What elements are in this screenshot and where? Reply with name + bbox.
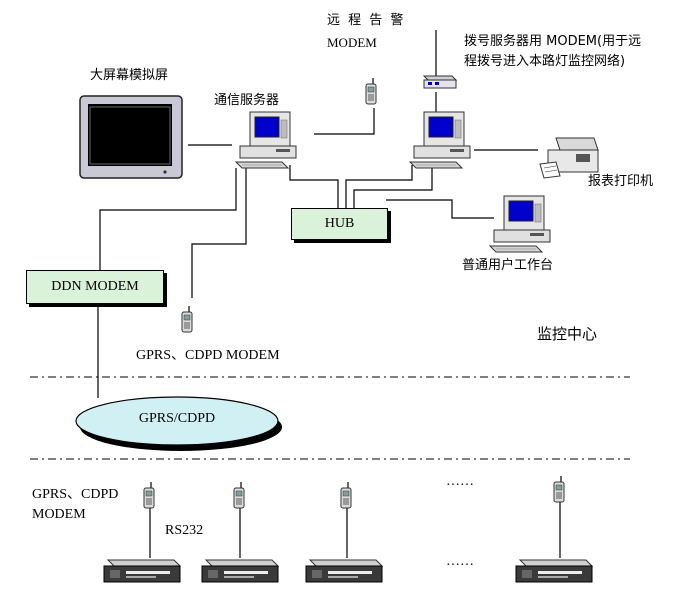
field-modem-icon-1 (143, 481, 155, 509)
ddn-modem-box: DDN MODEM (26, 270, 164, 304)
ellipsis-label-bottom: …… (446, 554, 474, 569)
field-terminal-icon-1 (103, 559, 181, 583)
monitoring-center-label: 监控中心 (537, 325, 598, 343)
hub-label: HUB (324, 216, 355, 231)
field-modem-icon-2 (233, 481, 245, 509)
field-terminal-icon-4 (515, 559, 593, 583)
field-terminal-icon-2 (201, 559, 279, 583)
remote-alarm-label-line2: MODEM (327, 35, 377, 50)
comm-server-icon (235, 111, 297, 169)
alarm-modem-icon (365, 77, 377, 105)
ellipsis-label-top: …… (446, 474, 474, 489)
ddn-modem-label: DDN MODEM (51, 279, 139, 294)
comm-server-label: 通信服务器 (214, 93, 280, 108)
user-workstation-icon (489, 195, 551, 253)
center-gprs-modem-icon (181, 305, 193, 333)
remote-alarm-label-line1: 远 程 告 警 (327, 13, 406, 28)
big-screen-icon (79, 95, 183, 179)
field-modem-label-line2: MODEM (32, 507, 86, 522)
separator-lines (30, 376, 630, 460)
rs232-label: RS232 (165, 523, 204, 538)
user-workstation-label: 普通用户工作台 (462, 258, 554, 273)
connection-lines (97, 92, 561, 558)
field-modem-icon-4 (553, 475, 565, 503)
dialup-modem-icon (422, 30, 458, 89)
dialup-label-line1: 拨号服务器用 MODEM(用于远 (464, 34, 642, 49)
printer-label: 报表打印机 (588, 174, 654, 189)
hub-box: HUB (291, 208, 388, 240)
gprs-cdpd-network-ellipse (75, 396, 282, 451)
big-screen-label: 大屏幕模拟屏 (90, 68, 169, 83)
center-gprs-modem-label: GPRS、CDPD MODEM (136, 348, 280, 363)
dialup-server-icon (409, 111, 471, 169)
field-terminal-icon-3 (305, 559, 383, 583)
field-modem-label-line1: GPRS、CDPD (32, 487, 119, 502)
dialup-label-line2: 程拨号进入本路灯监控网络) (464, 54, 626, 69)
printer-icon (539, 137, 599, 179)
field-modem-icon-3 (340, 481, 352, 509)
gprs-cdpd-network-label: GPRS/CDPD (138, 411, 216, 426)
